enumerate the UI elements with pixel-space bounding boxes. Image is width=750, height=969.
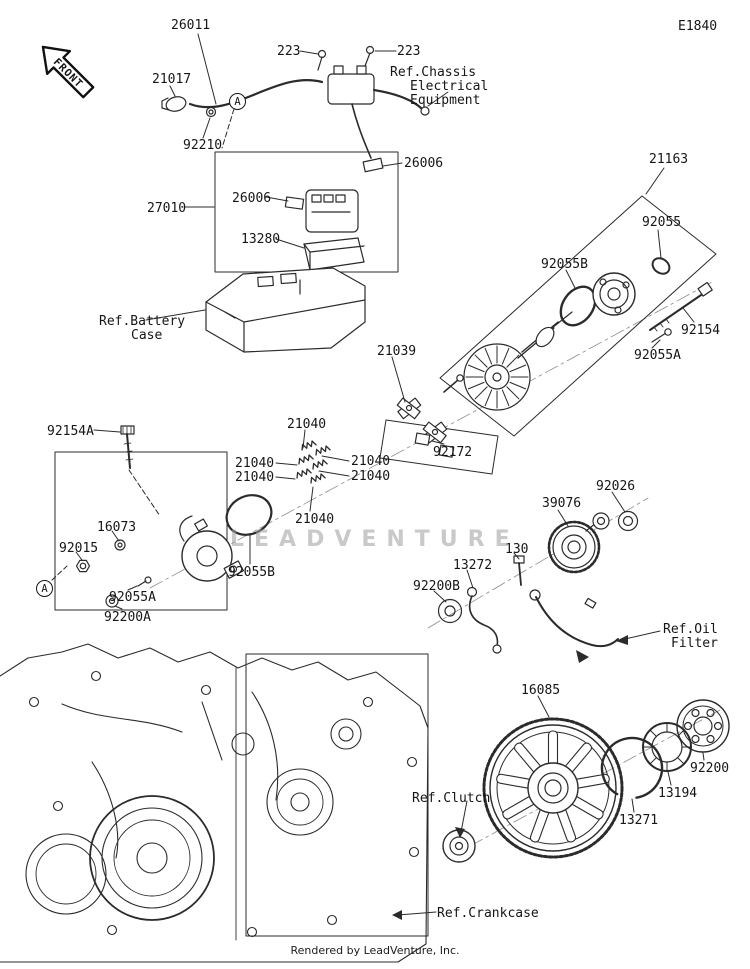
callout-21017[interactable]: 21017 bbox=[152, 72, 192, 87]
bracket-13272 bbox=[466, 586, 502, 654]
callout-21039[interactable]: 21039 bbox=[377, 344, 417, 359]
o-ring-92055 bbox=[651, 257, 671, 275]
ref-label-oil-line2[interactable]: Filter bbox=[671, 636, 718, 651]
callout-21040-6[interactable]: 21040 bbox=[295, 512, 335, 527]
watermark: LEADVENTURE bbox=[230, 527, 520, 552]
starter-clutch-gear-39076 bbox=[547, 512, 610, 574]
bolt-92154A bbox=[120, 425, 135, 469]
callout-92055B-1[interactable]: 92055B bbox=[541, 257, 588, 272]
gear-spokes bbox=[496, 730, 610, 843]
callout-92200A[interactable]: 92200A bbox=[104, 610, 151, 625]
ref-label-battery-line1[interactable]: Ref.Battery bbox=[99, 314, 186, 329]
washer-16073 bbox=[114, 539, 126, 551]
callout-16073[interactable]: 16073 bbox=[97, 520, 137, 535]
washer-92026 bbox=[617, 510, 639, 532]
callout-21040-3[interactable]: 21040 bbox=[235, 456, 275, 471]
callout-16085[interactable]: 16085 bbox=[521, 683, 561, 698]
leader-lines bbox=[75, 33, 705, 916]
footer-credit: Rendered by LeadVenture, Inc. bbox=[290, 944, 460, 957]
armature-fins bbox=[465, 345, 529, 409]
screw-92055A-top bbox=[651, 328, 672, 343]
detail-dashed-lines bbox=[51, 108, 235, 581]
diagram-code: E1840 bbox=[678, 19, 718, 34]
ring-gear-16085 bbox=[482, 717, 624, 859]
assembly-boxes bbox=[54, 151, 717, 937]
callout-27010[interactable]: 27010 bbox=[147, 201, 187, 216]
bolt-223-left bbox=[317, 49, 327, 71]
bolt-92154 bbox=[649, 281, 713, 332]
bolt-130 bbox=[513, 555, 525, 586]
callout-13272[interactable]: 13272 bbox=[453, 558, 493, 573]
callout-130[interactable]: 130 bbox=[505, 542, 529, 557]
callout-21040-2[interactable]: 21040 bbox=[351, 454, 391, 469]
ref-label-chassis-line2[interactable]: Electrical bbox=[410, 79, 489, 94]
callout-13271[interactable]: 13271 bbox=[619, 813, 659, 828]
o-ring-92055B-top bbox=[559, 285, 597, 327]
washer-92200B bbox=[437, 598, 463, 624]
callout-39076[interactable]: 39076 bbox=[542, 496, 582, 511]
ref-label-oil-line1[interactable]: Ref.Oil bbox=[663, 622, 718, 637]
callout-26006-1[interactable]: 26006 bbox=[404, 156, 444, 171]
callout-21040-1[interactable]: 21040 bbox=[287, 417, 327, 432]
detail-marker-a-bottom: A bbox=[36, 580, 53, 597]
callout-92015[interactable]: 92015 bbox=[59, 541, 99, 556]
brush-holder-21039 bbox=[396, 374, 464, 444]
starter-end-cover bbox=[75, 425, 273, 608]
battery-case bbox=[205, 267, 366, 353]
callout-92210[interactable]: 92210 bbox=[183, 138, 223, 153]
callout-21040-5[interactable]: 21040 bbox=[235, 470, 275, 485]
plate-92200 bbox=[676, 699, 730, 753]
callout-92055A-2[interactable]: 92055A bbox=[109, 590, 156, 605]
ref-label-crankcase[interactable]: Ref.Crankcase bbox=[437, 906, 539, 921]
callout-13280[interactable]: 13280 bbox=[241, 232, 281, 247]
oneway-clutch-13194 bbox=[642, 722, 692, 772]
flow-arrow bbox=[576, 650, 589, 663]
callout-92172[interactable]: 92172 bbox=[433, 445, 473, 460]
callout-26011[interactable]: 26011 bbox=[171, 18, 211, 33]
callout-92055[interactable]: 92055 bbox=[642, 215, 682, 230]
callout-223-2[interactable]: 223 bbox=[397, 44, 421, 59]
callout-92200[interactable]: 92200 bbox=[690, 761, 730, 776]
bolt-223-right bbox=[364, 45, 375, 67]
callout-13194[interactable]: 13194 bbox=[658, 786, 698, 801]
callout-21040-4[interactable]: 21040 bbox=[351, 469, 391, 484]
callout-21163[interactable]: 21163 bbox=[649, 152, 689, 167]
o-ring-92055B-left bbox=[225, 494, 273, 536]
crankcase bbox=[0, 643, 429, 963]
starter-motor bbox=[463, 257, 713, 411]
callout-92026[interactable]: 92026 bbox=[596, 479, 636, 494]
washer-92200A bbox=[105, 594, 119, 608]
callout-92055A-1[interactable]: 92055A bbox=[634, 348, 681, 363]
callout-26006-2[interactable]: 26006 bbox=[232, 191, 272, 206]
front-arrow: FRONT bbox=[41, 45, 95, 99]
starter-relay-assembly bbox=[161, 45, 430, 271]
end-bracket bbox=[592, 272, 636, 316]
callout-92154[interactable]: 92154 bbox=[681, 323, 721, 338]
screw-92055A-left bbox=[137, 576, 152, 587]
detail-marker-a-top: A bbox=[229, 93, 246, 110]
brush-springs-21040 bbox=[296, 440, 331, 484]
ref-label-chassis-line3[interactable]: Equipment bbox=[410, 93, 481, 108]
callout-92154A[interactable]: 92154A bbox=[47, 424, 94, 439]
callout-92200B[interactable]: 92200B bbox=[413, 579, 460, 594]
ref-label-battery-line2[interactable]: Case bbox=[131, 328, 163, 343]
ref-label-chassis-line1[interactable]: Ref.Chassis bbox=[390, 65, 477, 80]
leader-arrowheads bbox=[392, 635, 628, 920]
callout-92055B-2[interactable]: 92055B bbox=[228, 565, 275, 580]
brush-92172 bbox=[414, 432, 455, 458]
callout-223-1[interactable]: 223 bbox=[277, 44, 301, 59]
ref-label-clutch[interactable]: Ref.Clutch bbox=[412, 791, 491, 806]
snap-ring-13271 bbox=[600, 736, 664, 800]
oil-pipe bbox=[529, 589, 619, 663]
nut-92015 bbox=[75, 559, 91, 573]
